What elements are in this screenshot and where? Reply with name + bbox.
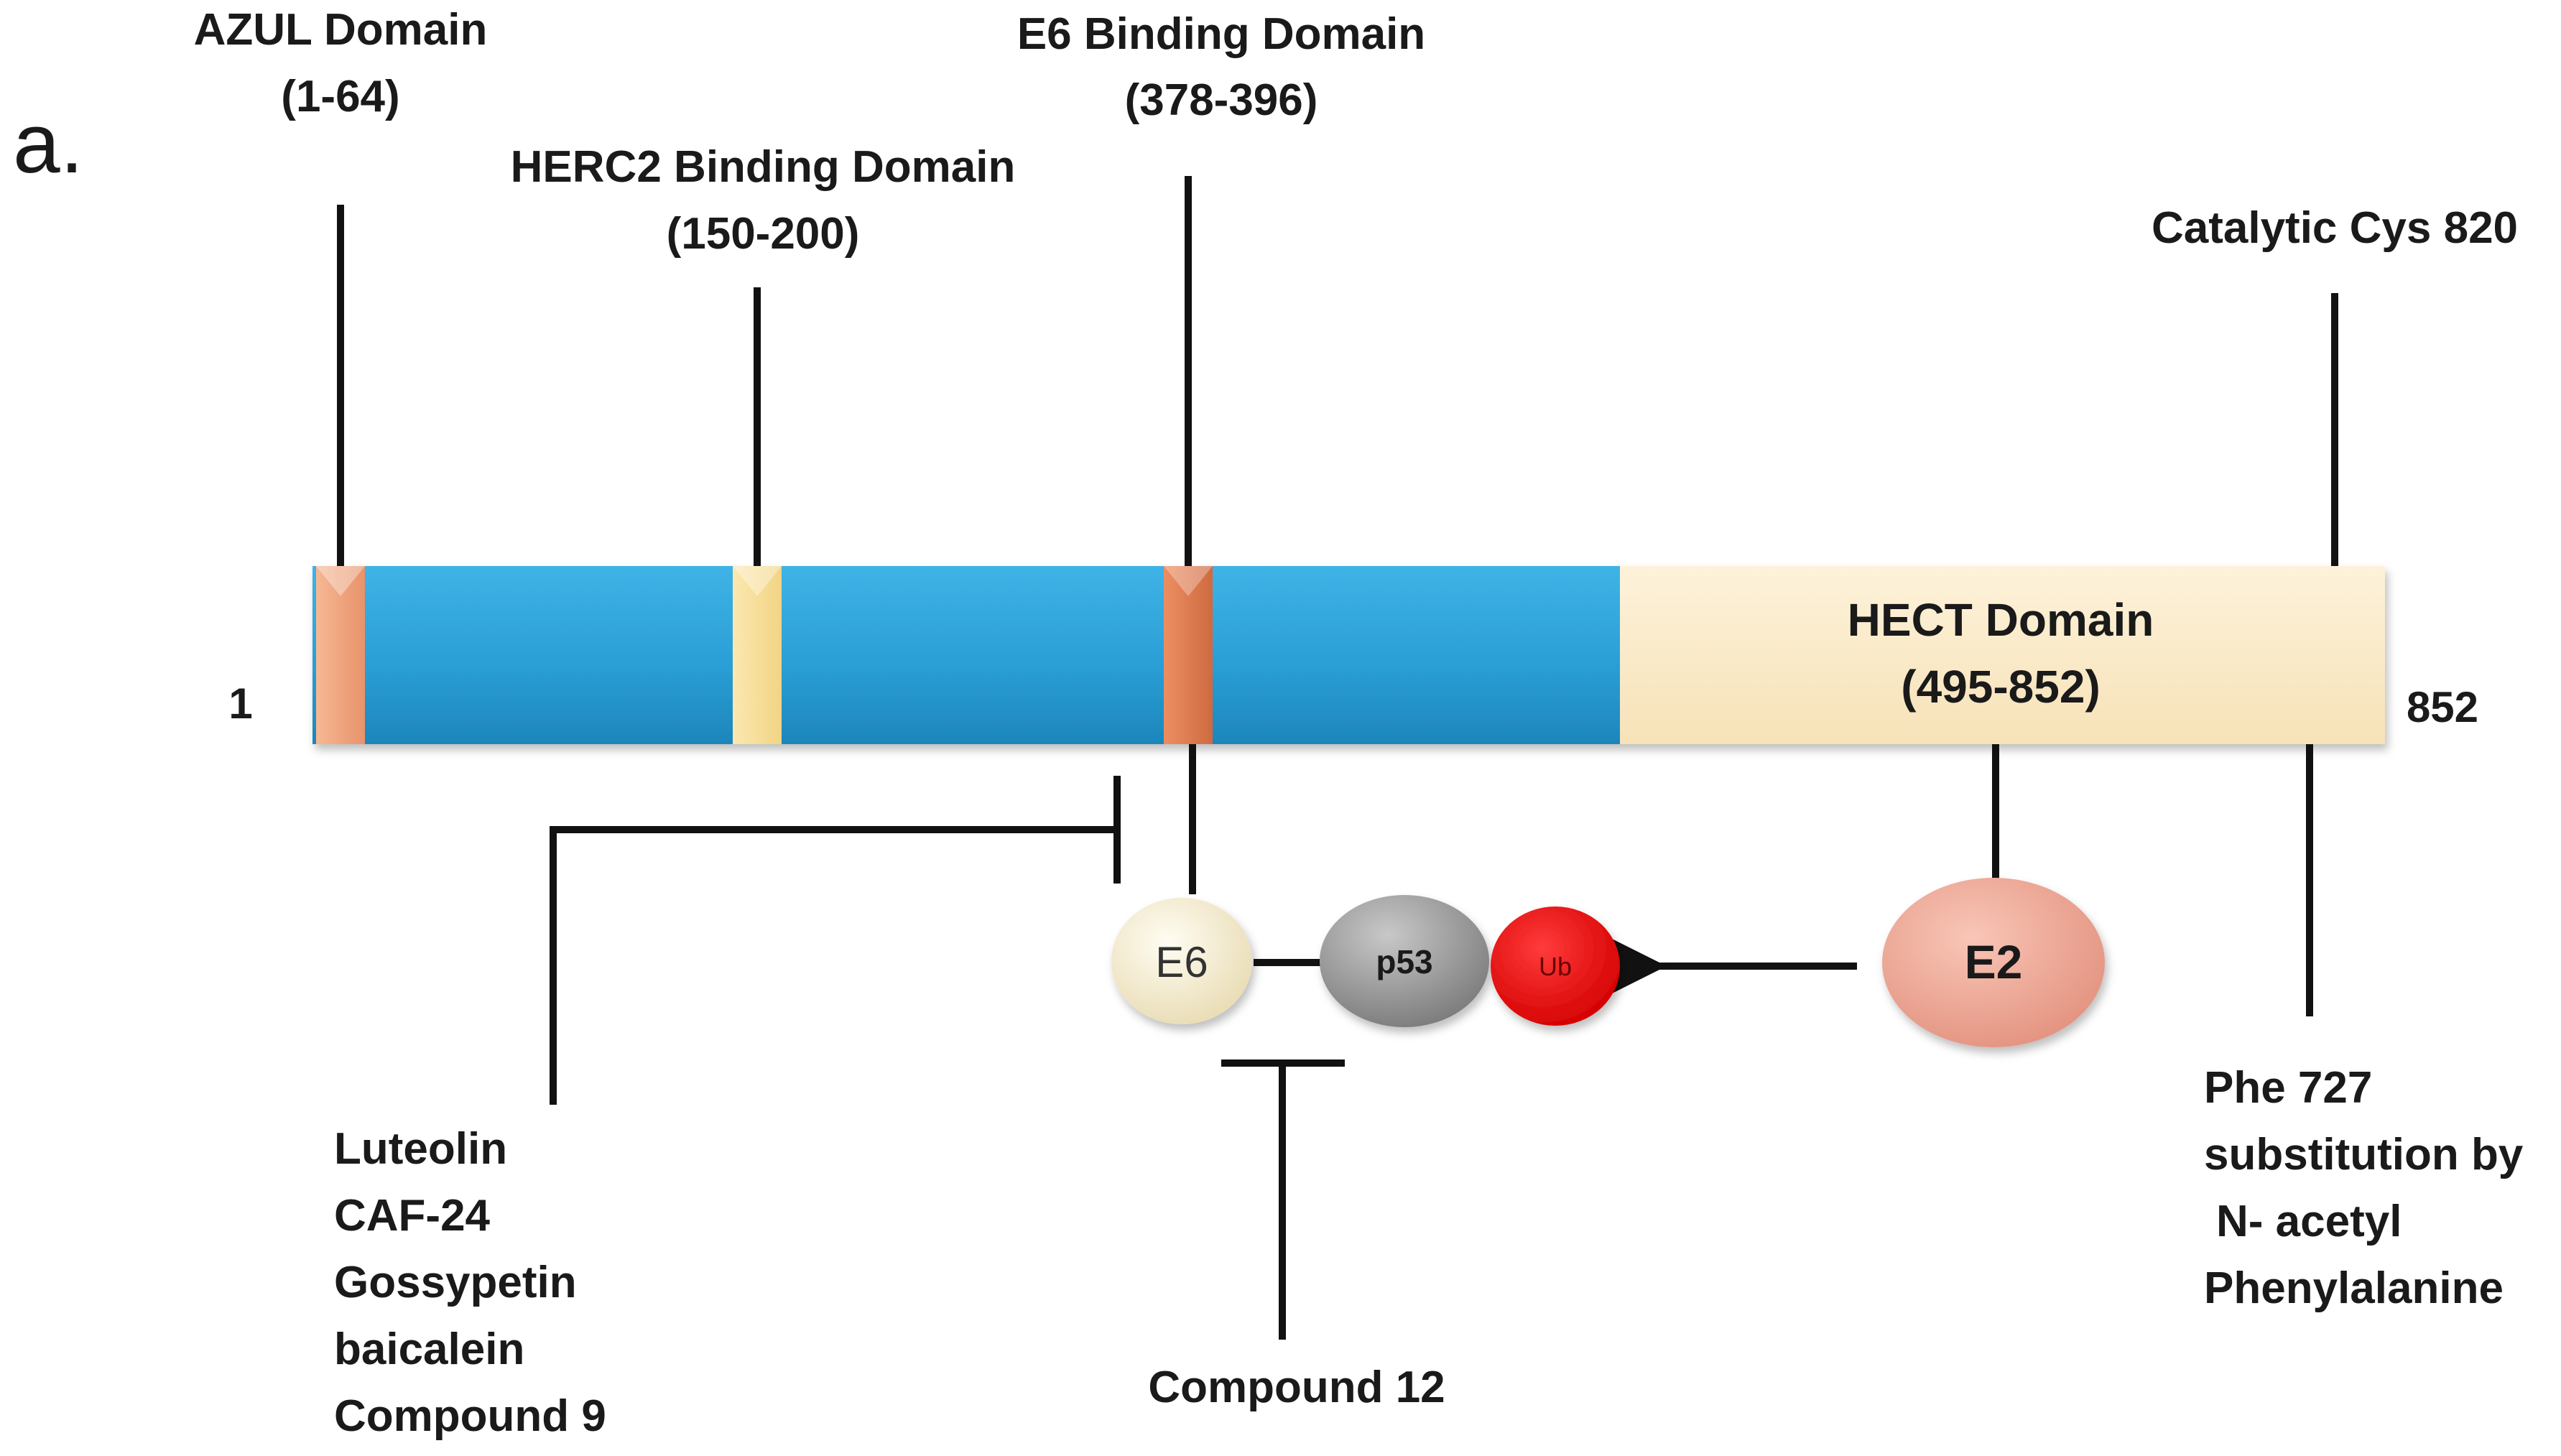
protein-bar [312, 566, 2385, 744]
sequence-start-label: 1 [228, 680, 252, 728]
e2-bubble [1882, 878, 2105, 1047]
e6-binding-domain-range: (378-396) [1125, 75, 1318, 125]
azul-domain-name: AZUL Domain [194, 5, 488, 55]
catalytic-cys-label: Catalytic Cys 820 [2152, 203, 2518, 253]
ub-bubble-label: Ub [1539, 952, 1572, 981]
inhibitor-item: CAF-24 [334, 1191, 491, 1241]
substitution-line: N- acetyl [2216, 1197, 2402, 1246]
hect-domain-name: HECT Domain [1848, 594, 2154, 646]
e6-binding-domain-marker [1164, 566, 1213, 744]
e6-binding-inhibitor-list: Luteolin CAF-24 Gossypetin baicalein Com… [334, 1124, 606, 1441]
hect-domain-block [1620, 566, 2385, 744]
luteolin-inhibition-line [550, 826, 1117, 1105]
p53-bubble [1320, 895, 1489, 1027]
e2-bubble-label: E2 [1965, 935, 2023, 988]
domain-bar-blue [312, 566, 1620, 744]
panel-label: a. [13, 96, 83, 191]
hect-domain-range: (495-852) [1901, 661, 2101, 713]
e6-binding-domain-name: E6 Binding Domain [1017, 9, 1425, 59]
p53-bubble-label: p53 [1376, 943, 1432, 980]
substitution-line: Phenylalanine [2204, 1263, 2504, 1313]
e6-bubble-label: E6 [1155, 938, 1208, 986]
substitution-line: Phe 727 [2204, 1063, 2372, 1113]
e6-bubble [1111, 898, 1252, 1024]
ub-bubble [1491, 906, 1620, 1026]
herc2-domain-marker [733, 566, 782, 744]
inhibitor-item: Compound 9 [334, 1391, 606, 1441]
inhibitor-item: baicalein [334, 1325, 524, 1374]
inhibitor-item: Gossypetin [334, 1258, 577, 1307]
azul-domain-range: (1-64) [281, 72, 399, 121]
substitution-line: substitution by [2204, 1130, 2524, 1179]
phe727-substitution-label: Phe 727 substitution by N- acetyl Phenyl… [2204, 1063, 2524, 1313]
herc2-domain-range: (150-200) [667, 209, 860, 259]
sequence-end-label: 852 [2407, 683, 2478, 731]
herc2-domain-name: HERC2 Binding Domain [511, 142, 1016, 192]
inhibitor-item: Luteolin [334, 1124, 507, 1174]
compound12-label: Compound 12 [1148, 1363, 1445, 1412]
azul-domain-marker [316, 566, 365, 744]
